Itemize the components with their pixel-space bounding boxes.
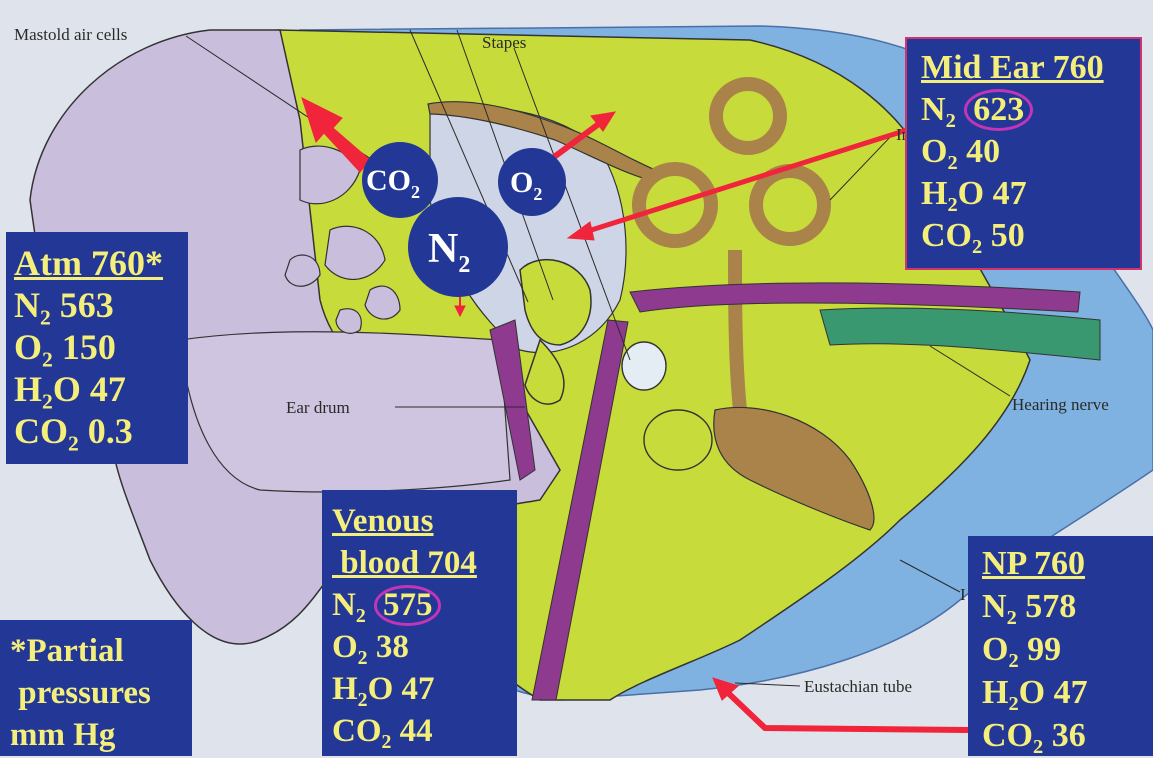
venous-title-line2: blood 704 — [332, 542, 517, 584]
atm-row-co2: CO2 0.3 — [14, 410, 188, 452]
venous-row-n2: N2 575 — [332, 584, 517, 626]
ear-drum-label: Ear drum — [286, 398, 350, 417]
mid-ear-row-h2o: H2O 47 — [921, 173, 1140, 215]
atm-title: Atm 760* — [14, 242, 188, 284]
mid-ear-panel: Mid Ear 760 N2 623 O2 40 H2O 47 CO2 50 — [905, 37, 1142, 270]
n2-ball: N2 — [408, 197, 508, 297]
stapes-footplate — [622, 342, 666, 390]
co2-ball: CO2 — [362, 142, 438, 218]
n2-highlight-ring: 623 — [964, 89, 1033, 131]
np-row-h2o: H2O 47 — [982, 671, 1153, 714]
stapes-label: Stapes — [482, 33, 526, 52]
mid-ear-row-o2: O2 40 — [921, 131, 1140, 173]
np-title: NP 760 — [982, 542, 1153, 585]
n2-highlight-ring: 575 — [374, 585, 442, 626]
inner-ear-label-bottom: I — [960, 585, 966, 604]
atm-row-n2: N2 563 — [14, 284, 188, 326]
promontory — [644, 410, 712, 470]
mid-ear-title: Mid Ear 760 — [921, 47, 1140, 89]
np-panel: NP 760 N2 578 O2 99 H2O 47 CO2 36 — [968, 536, 1153, 756]
atm-panel: Atm 760* N2 563 O2 150 H2O 47 CO2 0.3 — [6, 232, 188, 464]
footnote-line2: pressures — [10, 672, 192, 714]
atm-row-o2: O2 150 — [14, 326, 188, 368]
o2-ball: O2 — [498, 148, 566, 216]
venous-title-line1: Venous — [332, 500, 517, 542]
units-footnote-panel: *Partial pressures mm Hg — [0, 620, 192, 756]
np-row-n2: N2 578 — [982, 585, 1153, 628]
mastoid-label: Mastold air cells — [14, 25, 127, 44]
hearing-nerve-label: Hearing nerve — [1012, 395, 1109, 414]
atm-row-h2o: H2O 47 — [14, 368, 188, 410]
footnote-line1: *Partial — [10, 630, 192, 672]
mid-ear-row-co2: CO2 50 — [921, 215, 1140, 257]
mid-ear-row-n2: N2 623 — [921, 89, 1140, 131]
venous-row-co2: CO2 44 — [332, 710, 517, 752]
venous-row-o2: O2 38 — [332, 626, 517, 668]
eustachian-tube-label: Eustachian tube — [804, 677, 912, 696]
np-row-o2: O2 99 — [982, 628, 1153, 671]
footnote-line3: mm Hg — [10, 714, 192, 756]
np-row-co2: CO2 36 — [982, 714, 1153, 757]
venous-row-h2o: H2O 47 — [332, 668, 517, 710]
venous-blood-panel: Venous blood 704 N2 575 O2 38 H2O 47 CO2… — [322, 490, 517, 756]
